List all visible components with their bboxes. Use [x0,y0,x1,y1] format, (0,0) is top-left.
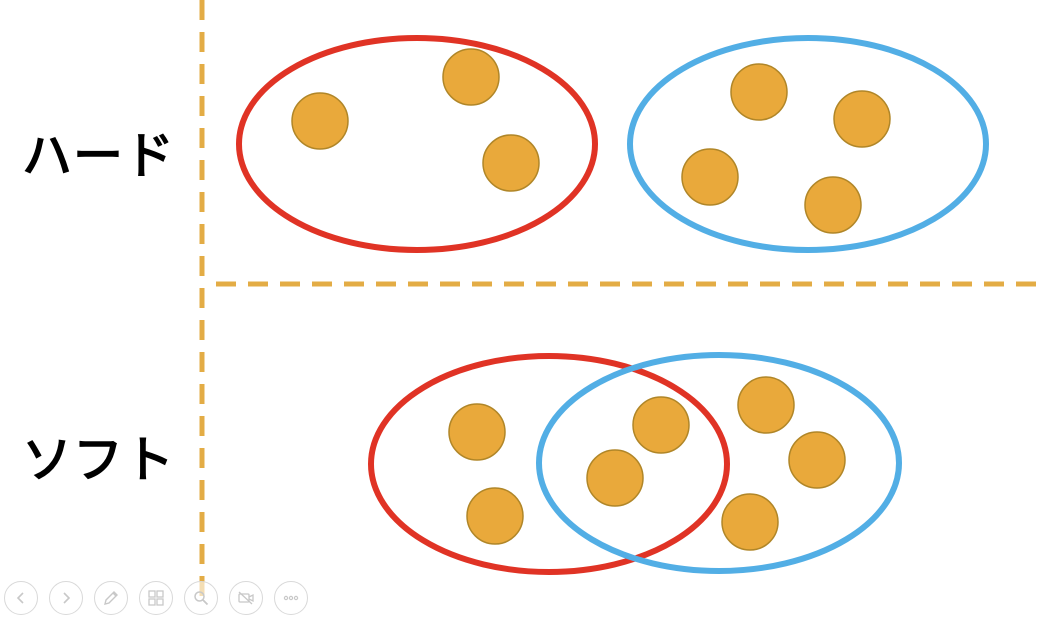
previous-slide-button[interactable] [4,581,38,615]
grid-icon [148,590,164,606]
hard-row [236,35,989,253]
soft-red-group [368,353,730,575]
pen-tool-button[interactable] [94,581,128,615]
soft-blue-member [788,431,846,489]
soft-blue-group [536,352,902,574]
more-options-button[interactable] [274,581,308,615]
more-icon [283,595,299,601]
hard-blue-member [833,90,891,148]
chevron-right-icon [63,592,71,604]
pen-icon [104,591,118,605]
soft-blue-member [737,376,795,434]
soft-row-label: ソフト [22,431,175,489]
hard-red-group [236,35,598,253]
next-slide-button[interactable] [49,581,83,615]
soft-shared-member [586,449,644,507]
soft-red-member [448,403,506,461]
magnifier-icon [194,591,209,606]
camera-off-button[interactable] [229,581,263,615]
hard-blue-member [804,176,862,234]
zoom-button[interactable] [184,581,218,615]
hard-row-label: ハード [22,127,175,185]
hard-blue-member [681,148,739,206]
hard-blue-group [627,35,989,253]
soft-red-member [466,487,524,545]
presentation-controls [4,581,308,615]
chevron-left-icon [16,592,24,604]
hard-blue-member [730,63,788,121]
slide-overview-button[interactable] [139,581,173,615]
hard-red-member [482,134,540,192]
camera-off-icon [238,591,254,605]
soft-blue-member [721,493,779,551]
hard-red-member [442,48,500,106]
soft-shared-member [632,396,690,454]
hard-red-member [291,92,349,150]
soft-row [368,352,902,575]
